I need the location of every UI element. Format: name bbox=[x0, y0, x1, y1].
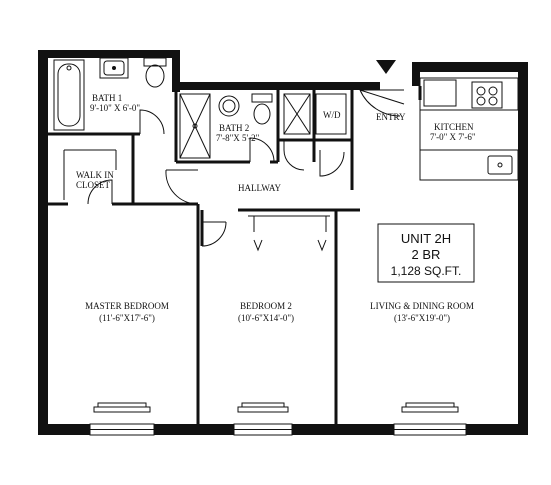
door-swing-icon bbox=[165, 169, 227, 247]
living-dining-dims: (13'-6"X19'-0") bbox=[394, 313, 450, 323]
unit-bedrooms: 2 BR bbox=[412, 247, 441, 262]
master-bedroom-dims: (11'-6"X17'-6") bbox=[99, 313, 155, 323]
toilet-icon bbox=[251, 93, 273, 125]
bathtub-icon bbox=[53, 59, 85, 131]
entry-label: ENTRY bbox=[376, 112, 406, 122]
toilet-icon bbox=[143, 57, 167, 88]
unit-info-box bbox=[377, 223, 475, 283]
sink-icon bbox=[218, 95, 240, 117]
sink-icon bbox=[99, 57, 129, 79]
wd-label: W/D bbox=[323, 110, 341, 120]
living-dining-label: LIVING & DINING ROOM bbox=[370, 301, 474, 311]
window-icon bbox=[89, 402, 155, 436]
door-swing-icon bbox=[139, 109, 165, 135]
closet-rod bbox=[248, 215, 330, 252]
window-icon bbox=[233, 402, 293, 436]
exterior-walls bbox=[38, 50, 528, 435]
entry-arrow-icon bbox=[376, 60, 396, 74]
sink-icon bbox=[487, 155, 513, 175]
bath1-label: BATH 1 bbox=[92, 93, 122, 103]
unit-number: UNIT 2H bbox=[401, 231, 451, 246]
unit-area: 1,128 SQ.FT. bbox=[391, 264, 462, 278]
bedroom2-dims: (10'-6"X14'-0") bbox=[238, 313, 294, 323]
shower-icon bbox=[179, 93, 211, 159]
door-swing-icon bbox=[249, 137, 275, 163]
master-bedroom-label: MASTER BEDROOM bbox=[85, 301, 169, 311]
door-swing-icon bbox=[283, 139, 345, 177]
closet-label: WALK IN bbox=[76, 170, 114, 180]
kitchen-counter bbox=[419, 77, 519, 181]
window-icon bbox=[393, 402, 467, 436]
bedroom2-label: BEDROOM 2 bbox=[240, 301, 292, 311]
bath2-dims: 7'-8"X 5'-2" bbox=[216, 133, 260, 143]
shower-icon bbox=[283, 93, 311, 135]
stove-icon bbox=[471, 81, 503, 109]
bath2-label: BATH 2 bbox=[219, 123, 249, 133]
closet-shelving bbox=[63, 149, 117, 205]
closet-label-2: CLOSET bbox=[76, 180, 111, 190]
washer-dryer bbox=[315, 93, 347, 135]
kitchen-label: KITCHEN bbox=[434, 122, 474, 132]
hallway-label: HALLWAY bbox=[238, 183, 281, 193]
door-swing-icon bbox=[359, 89, 405, 117]
kitchen-dims: 7'-0" X 7'-6" bbox=[430, 132, 476, 142]
bath1-dims: 9'-10" X 6'-0" bbox=[90, 103, 140, 113]
